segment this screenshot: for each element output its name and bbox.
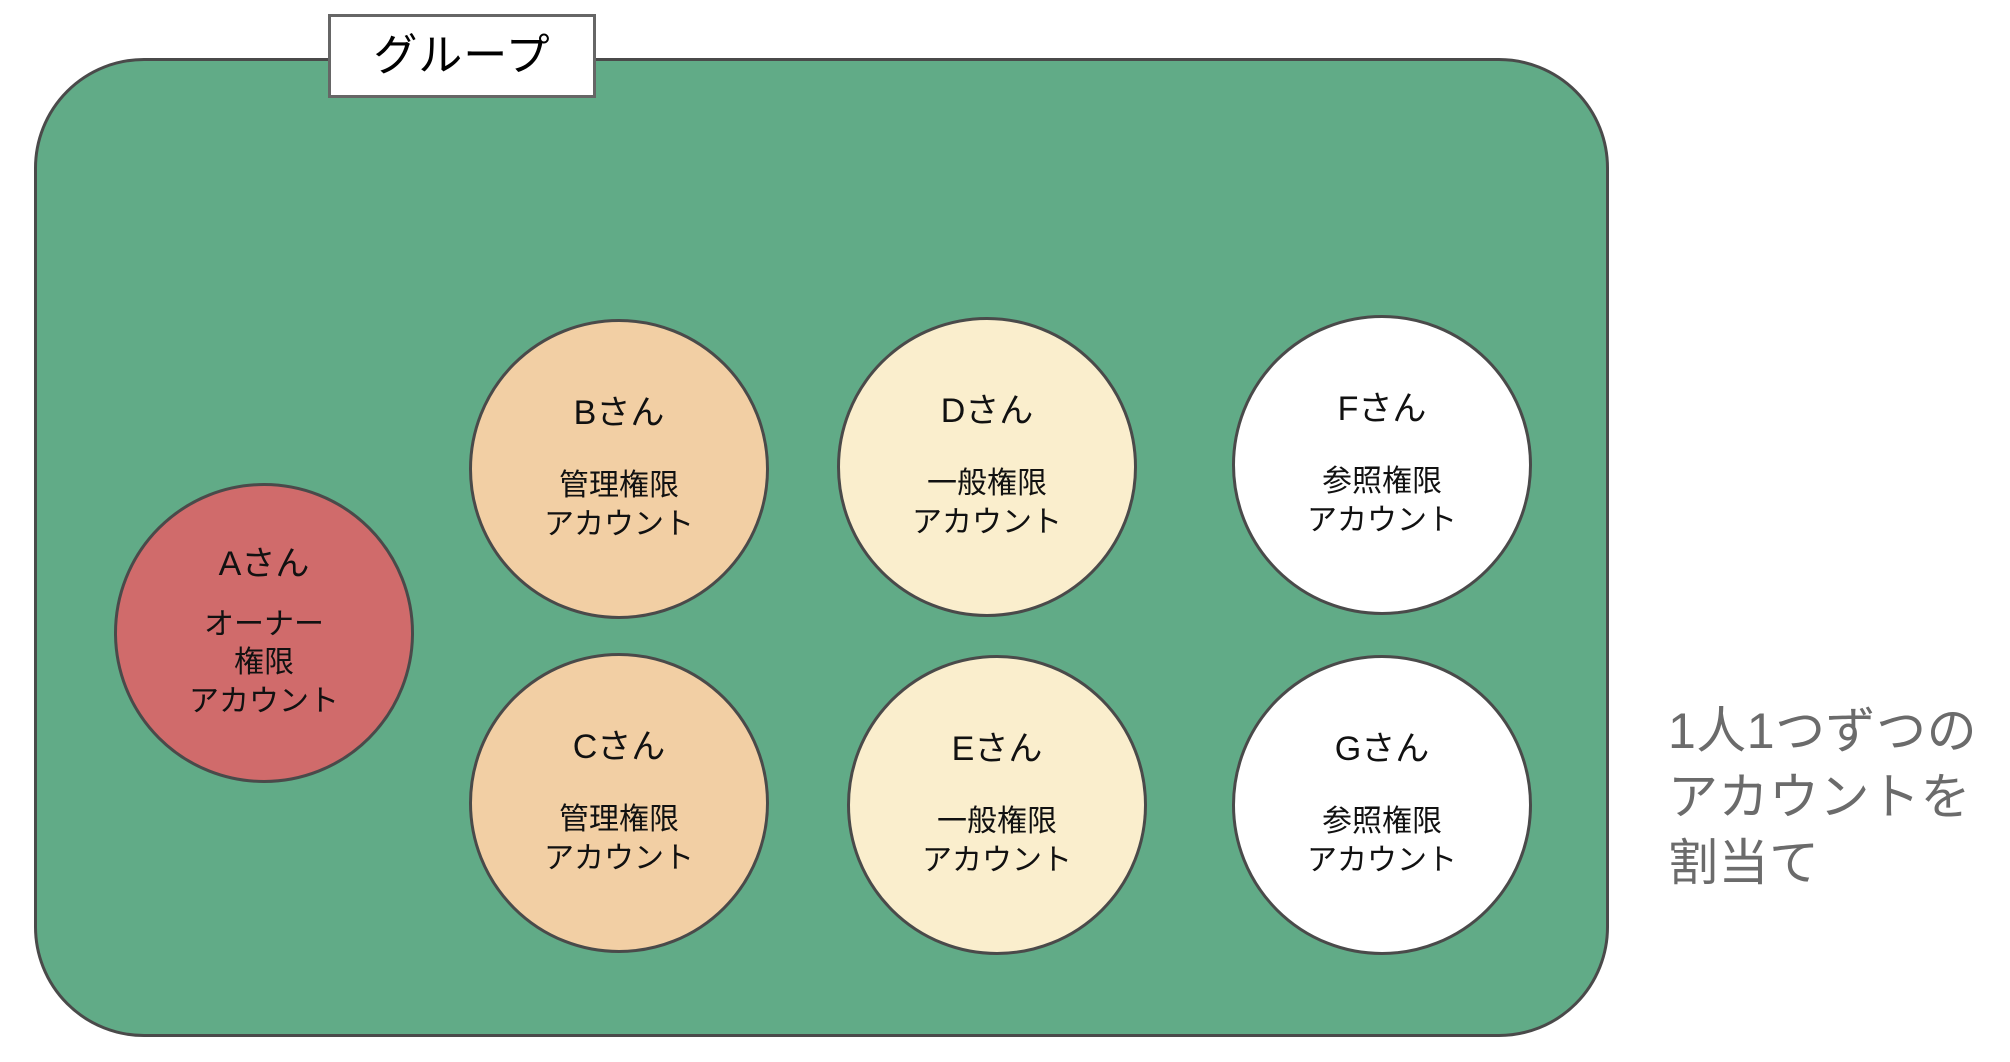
person-circle-f: Fさん 参照権限 アカウント xyxy=(1232,315,1532,615)
person-role-g: 参照権限 アカウント xyxy=(1307,805,1457,877)
group-label-tab: グループ xyxy=(328,14,596,98)
person-circle-c: Cさん 管理権限 アカウント xyxy=(469,653,769,953)
person-circle-a: Aさん オーナー 権限 アカウント xyxy=(114,483,414,783)
person-name-c: Cさん xyxy=(572,728,666,767)
person-circle-g: Gさん 参照権限 アカウント xyxy=(1232,655,1532,955)
person-circle-d: Dさん 一般権限 アカウント xyxy=(837,317,1137,617)
person-circle-e: Eさん 一般権限 アカウント xyxy=(847,655,1147,955)
person-role-d: 一般権限 アカウント xyxy=(912,467,1062,539)
group-container: Aさん オーナー 権限 アカウント Bさん 管理権限 アカウント Cさん 管理権… xyxy=(34,58,1609,1037)
annotation-caption: 1人1つずつの アカウントを 割当て xyxy=(1668,703,1978,891)
person-role-b: 管理権限 アカウント xyxy=(544,469,694,541)
person-name-f: Fさん xyxy=(1337,390,1427,429)
person-role-e: 一般権限 アカウント xyxy=(922,805,1072,877)
person-name-d: Dさん xyxy=(940,392,1034,431)
person-name-g: Gさん xyxy=(1334,730,1430,769)
person-role-a: オーナー 権限 アカウント xyxy=(189,607,339,718)
person-circle-b: Bさん 管理権限 アカウント xyxy=(469,319,769,619)
person-role-c: 管理権限 アカウント xyxy=(544,803,694,875)
person-name-e: Eさん xyxy=(951,730,1043,769)
person-role-f: 参照権限 アカウント xyxy=(1307,465,1457,537)
person-name-a: Aさん xyxy=(218,544,310,583)
person-name-b: Bさん xyxy=(573,394,665,433)
